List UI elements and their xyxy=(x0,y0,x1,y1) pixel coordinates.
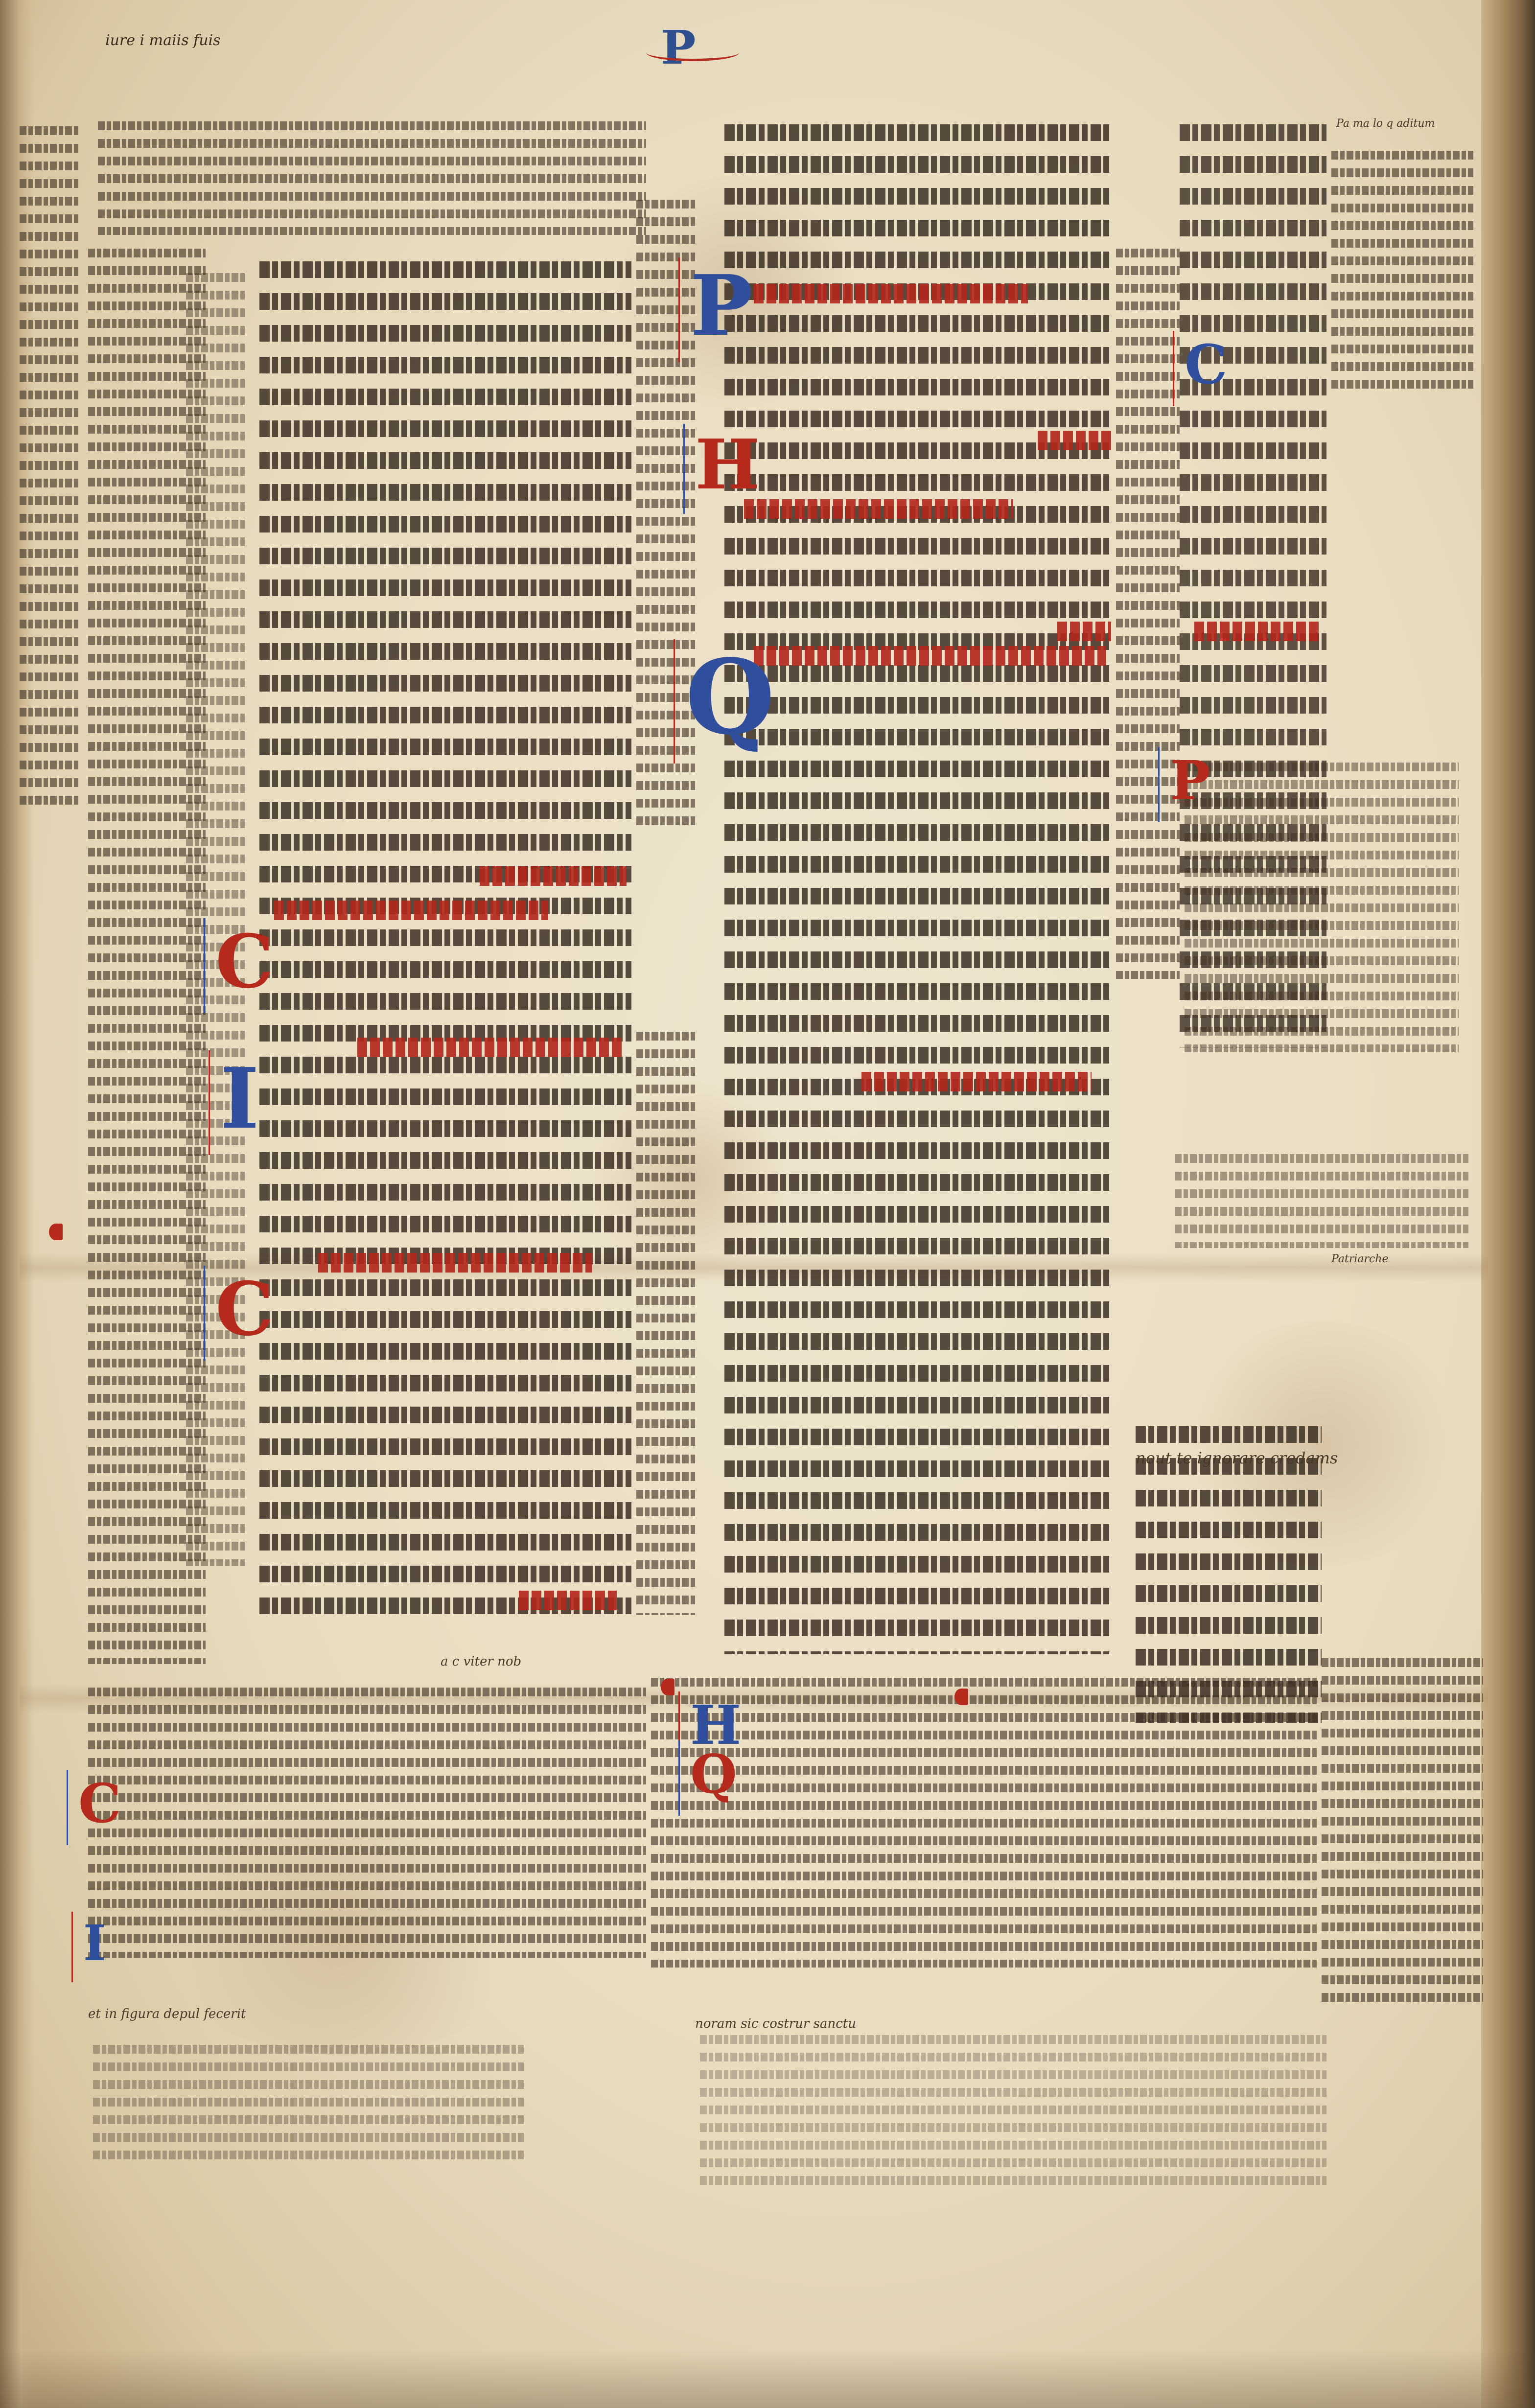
page-bottom-shadow xyxy=(0,2349,1535,2408)
rubric-line xyxy=(861,1072,1092,1091)
decorated-initial: P xyxy=(1158,747,1210,822)
gloss-center xyxy=(636,196,695,832)
gloss-right-margin xyxy=(1331,147,1473,392)
decorated-initial: H xyxy=(683,424,760,514)
text-column-d xyxy=(1136,1419,1322,1723)
decorated-initial: I xyxy=(71,1912,106,1982)
rubric-line xyxy=(357,1038,622,1057)
marginal-note: noram sic costrur sanctu xyxy=(695,2016,856,2031)
gloss-center xyxy=(636,1028,695,1615)
gloss-right-margin xyxy=(1185,759,1459,1052)
gloss-left-margin xyxy=(20,122,78,808)
gloss-text-block xyxy=(98,117,646,235)
gloss-column-b-notes xyxy=(1116,245,1180,979)
marginal-note: a c viter nob xyxy=(441,1654,522,1669)
gloss-lower-left xyxy=(88,1684,646,1958)
page-header-letter: P xyxy=(646,24,739,71)
gloss-right-margin xyxy=(1175,1150,1468,1248)
marginal-note: nout te ignorare credams xyxy=(1136,1449,1338,1467)
text-column-b xyxy=(724,117,1111,1654)
decorated-initial: C xyxy=(204,918,274,1013)
paragraph-mark xyxy=(954,1689,968,1705)
rubric-line xyxy=(744,499,1013,519)
rubric-line xyxy=(1038,431,1111,450)
rubric-line xyxy=(519,1591,617,1610)
rubric-line xyxy=(480,866,627,886)
rubric-line xyxy=(754,284,1028,303)
text-column-a xyxy=(259,255,631,1625)
rubric-line xyxy=(318,1253,592,1273)
marginal-note: et in figura depul fecerit xyxy=(88,2007,246,2021)
decorated-initial: I xyxy=(209,1050,259,1155)
paragraph-mark xyxy=(661,1679,674,1695)
paragraph-mark xyxy=(49,1224,63,1240)
text-column-c xyxy=(1180,117,1326,1047)
decorated-initial: H xyxy=(678,1691,741,1767)
decorated-initial: P xyxy=(678,257,753,362)
page-fore-edge xyxy=(1481,0,1535,2408)
decorated-initial: Q xyxy=(674,639,775,764)
gloss-left-column xyxy=(88,245,206,1664)
decorated-initial: Q xyxy=(678,1740,737,1816)
marginal-note: Pa ma lo q aditum xyxy=(1336,117,1435,130)
decorated-initial: C xyxy=(1173,331,1228,406)
gloss-bottom-right xyxy=(700,2031,1326,2193)
gloss-right-lower xyxy=(1322,1654,1483,2007)
gloss-bottom-left xyxy=(93,2041,524,2168)
header-note: iure i maiis fuis xyxy=(105,32,221,49)
rubric-line xyxy=(274,901,548,920)
decorated-initial: C xyxy=(204,1266,274,1361)
gloss-left-column-notes xyxy=(186,269,245,1566)
rubric-line xyxy=(1057,622,1111,641)
marginal-note: Patriarche xyxy=(1331,1253,1389,1265)
rubric-line xyxy=(1194,622,1322,641)
rubric-line xyxy=(754,646,1106,666)
gloss-lower-center xyxy=(651,1674,1317,1968)
decorated-initial: C xyxy=(67,1770,121,1845)
